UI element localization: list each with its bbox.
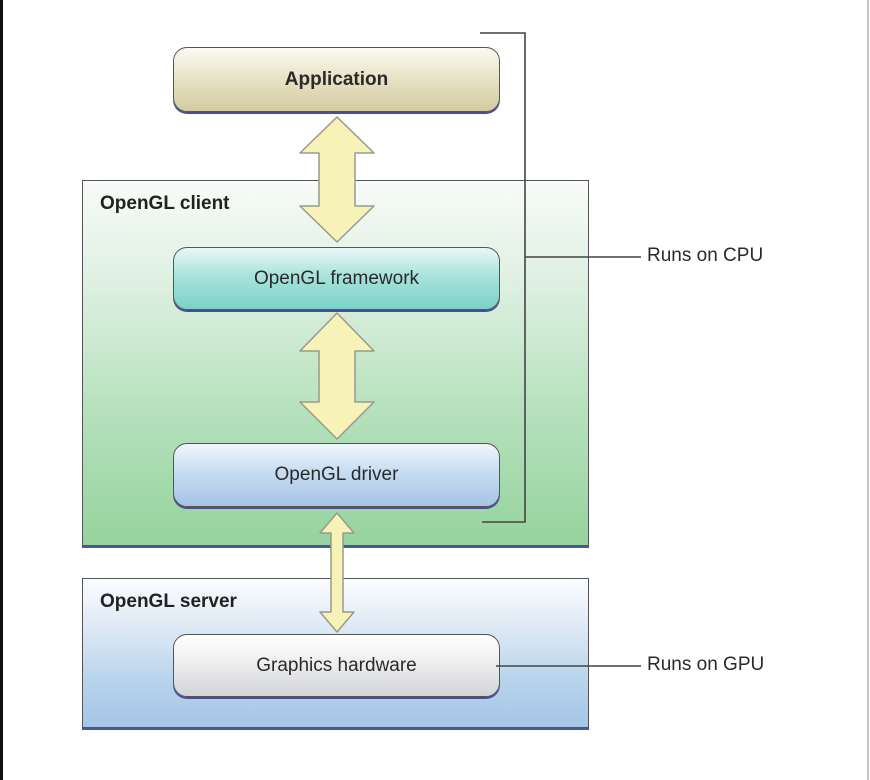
application-label: Application: [284, 68, 389, 90]
opengl-driver-label: OpenGL driver: [274, 464, 399, 485]
opengl-framework-label: OpenGL framework: [253, 267, 420, 289]
right-border: [867, 0, 869, 780]
application-node: Application: [173, 47, 500, 112]
graphics-hardware-node: Graphics hardware: [173, 634, 500, 697]
runs-on-cpu-label: Runs on CPU: [647, 245, 764, 266]
opengl-driver-node: OpenGL driver: [173, 443, 500, 507]
graphics-hardware-label: Graphics hardware: [256, 654, 417, 676]
opengl-server-title: OpenGL server: [100, 591, 237, 612]
opengl-framework-node: OpenGL framework: [173, 247, 500, 310]
left-border: [0, 0, 3, 780]
opengl-client-title: OpenGL client: [100, 193, 230, 214]
runs-on-gpu-label: Runs on GPU: [647, 654, 765, 675]
